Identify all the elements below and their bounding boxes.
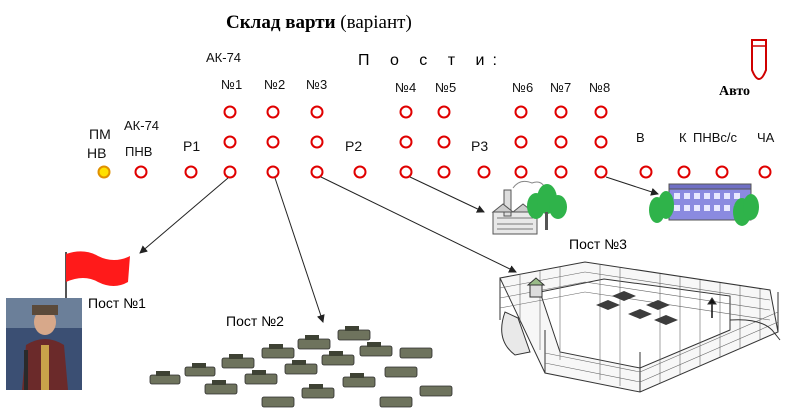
arrow-to-factory [409,176,485,213]
posts-heading: П о с т и: [358,52,505,69]
circle-n4-row1 [399,105,413,119]
cartridge-icon [751,39,767,80]
circle-n3-row1 [310,105,324,119]
circle-n8-row2 [594,135,608,149]
arrow-to-building [605,176,659,196]
circle-n1-row3 [223,165,237,179]
caption-post-2: Пост №2 [226,313,284,329]
connector-arrows [139,176,659,323]
circle-n7-row3 [554,165,568,179]
circle-n1-row1 [223,105,237,119]
circle-n2-row2 [266,135,280,149]
circle-pnvcs [715,165,729,179]
circle-n3-row3 [310,165,324,179]
circle-n2-row1 [266,105,280,119]
label-post-1: №1 [221,77,243,92]
label-r2: Р2 [345,138,363,154]
flag-icon [65,251,130,298]
label-pnv-cs: ПНВс/с [693,130,738,145]
arrow-to-post-3 [320,176,517,273]
circle-v [639,165,653,179]
circle-n4-row2 [399,135,413,149]
factory-icon [491,180,545,235]
soldier-image [6,298,82,390]
circle-pnv [134,165,148,179]
label-ak74-left: АК-74 [124,118,160,133]
label-post-6: №6 [512,80,534,95]
title-rest: (варіант) [335,12,412,33]
label-pnv: ПНВ [125,144,153,159]
label-post-4: №4 [395,80,417,95]
circle-n1-row2 [223,135,237,149]
circle-k [677,165,691,179]
label-ak74-top: АК-74 [206,50,242,65]
circle-n5-row2 [437,135,451,149]
label-nv: НВ [87,145,107,161]
circle-n6-row3 [514,165,528,179]
label-post-3: №3 [306,77,328,92]
circle-n2-row3 [266,165,280,179]
circle-n4-row3 [399,165,413,179]
arrow-to-post-2 [274,177,325,323]
caption-post-1: Пост №1 [88,295,146,311]
vehicles-icon [149,326,453,408]
compound-icon [499,261,781,393]
circle-n6-row2 [514,135,528,149]
label-post-5: №5 [435,80,457,95]
post-circles [97,105,772,179]
label-post-2: №2 [264,77,286,92]
circle-n7-row1 [554,105,568,119]
auto-label: Авто [719,84,751,99]
tree-icon [649,191,759,226]
label-post-8: №8 [589,80,611,95]
circle-r2 [353,165,367,179]
circle-n8-row3 [594,165,608,179]
title-bold: Склад варти [226,12,336,33]
circle-n6-row1 [514,105,528,119]
circle-r1 [184,165,198,179]
label-r1: Р1 [183,138,201,154]
label-k: К [679,130,687,145]
circle-r3 [477,165,491,179]
label-v: В [636,130,645,145]
circle-pm [97,165,111,179]
circle-n7-row2 [554,135,568,149]
diagram-title: Склад варти (варіант) [226,12,412,34]
circle-n3-row2 [310,135,324,149]
label-post-7: №7 [550,80,572,95]
label-r3: Р3 [471,138,489,154]
circle-n8-row1 [594,105,608,119]
circle-n5-row3 [437,165,451,179]
circle-cha [758,165,772,179]
label-pm: ПМ [89,126,111,142]
caption-post-3: Пост №3 [569,236,627,252]
circle-n5-row1 [437,105,451,119]
label-cha: ЧА [757,130,775,145]
arrow-to-post-1 [139,177,229,254]
tree-icon [527,184,567,230]
